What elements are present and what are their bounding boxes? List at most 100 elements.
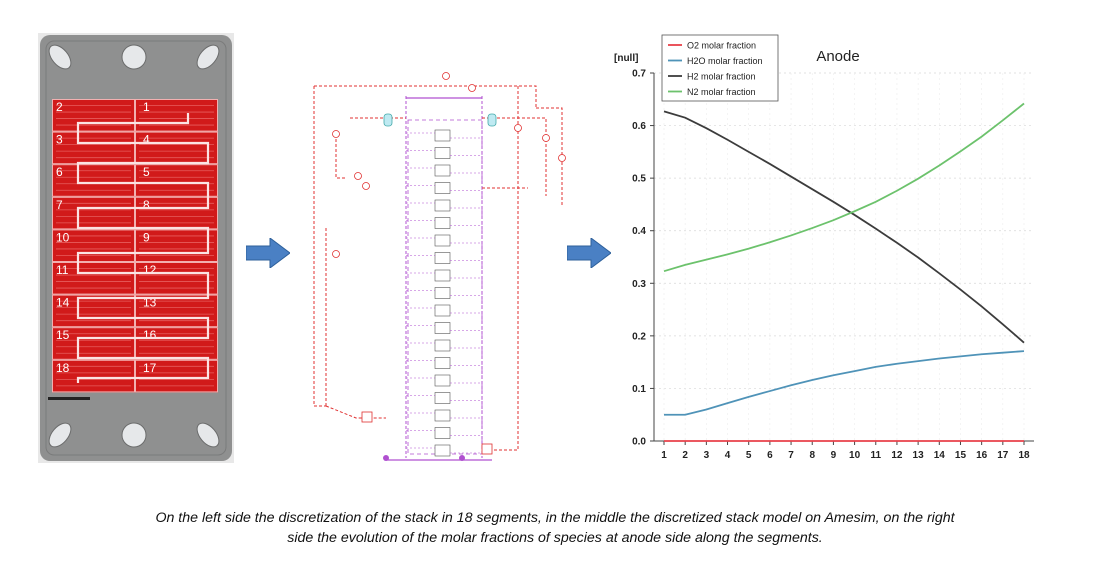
- x-tick-label: 8: [809, 450, 815, 461]
- segment-cell: [135, 164, 218, 197]
- segment-cell: [135, 359, 218, 393]
- segment-cell: [52, 164, 135, 197]
- segment-cell: [52, 262, 135, 295]
- segment-number: 10: [56, 230, 70, 244]
- segment-5: 5: [135, 164, 218, 197]
- stack-cell: [434, 409, 451, 422]
- x-tick-label: 10: [849, 450, 861, 461]
- stack-cell: [434, 374, 451, 387]
- legend-label: H2O molar fraction: [687, 56, 763, 66]
- mounting-hole: [121, 44, 147, 70]
- chart-title: Anode: [816, 48, 859, 65]
- y-tick-label: 0.2: [632, 331, 646, 342]
- stack-cell: [434, 164, 451, 177]
- segment-cell: [135, 262, 218, 295]
- component-icon: [542, 134, 550, 142]
- segment-3: 3: [52, 131, 135, 165]
- segment-cell: [52, 327, 135, 360]
- mounting-hole: [121, 422, 147, 448]
- x-tick-label: 5: [746, 450, 752, 461]
- series-line-4: [663, 102, 1025, 273]
- x-tick-label: 15: [955, 450, 967, 461]
- segment-1: 1: [135, 99, 218, 132]
- legend-label: N2 molar fraction: [687, 87, 756, 97]
- legend-label: O2 molar fraction: [687, 41, 756, 51]
- manifold-port: [383, 455, 389, 461]
- y-axis-label: [null]: [614, 53, 638, 64]
- y-tick-label: 0.6: [632, 121, 646, 132]
- x-tick-label: 13: [913, 450, 925, 461]
- scale-bar: [48, 397, 90, 400]
- component-icon: [362, 182, 370, 190]
- segment-number: 17: [143, 361, 157, 375]
- mounting-hole: [196, 422, 220, 448]
- x-tick-label: 2: [682, 450, 688, 461]
- mounting-hole: [48, 44, 72, 70]
- caption-line-2: side the evolution of the molar fraction…: [287, 530, 823, 546]
- fluid-line: [325, 405, 386, 419]
- stack-cell: [434, 234, 451, 247]
- legend-label: H2 molar fraction: [687, 72, 756, 82]
- segment-cell: [52, 196, 135, 230]
- component-icon: [332, 250, 340, 258]
- segment-10: 10: [52, 229, 135, 262]
- segment-cell: [52, 359, 135, 393]
- segment-12: 12: [135, 262, 218, 295]
- segment-13: 13: [135, 294, 218, 328]
- humidifier-icon: [383, 113, 393, 127]
- x-tick-label: 4: [725, 450, 731, 461]
- segment-cell: [52, 131, 135, 165]
- component-icon: [514, 124, 522, 132]
- y-tick-label: 0.0: [632, 437, 646, 448]
- segment-9: 9: [135, 229, 218, 262]
- stack-cell: [434, 252, 451, 264]
- segment-cell: [135, 327, 218, 360]
- segment-number: 2: [56, 100, 63, 114]
- x-tick-label: 6: [767, 450, 773, 461]
- segment-4: 4: [135, 131, 218, 165]
- x-tick-label: 3: [704, 450, 710, 461]
- segment-18: 18: [52, 359, 135, 393]
- x-tick-label: 18: [1018, 450, 1030, 461]
- series-line-2: [664, 350, 1025, 416]
- fluid-line: [492, 86, 519, 451]
- segment-number: 9: [143, 230, 150, 244]
- segment-8: 8: [135, 196, 218, 230]
- right-arrow-icon: [246, 238, 290, 268]
- segment-number: 1: [143, 100, 150, 114]
- segment-17: 17: [135, 359, 218, 393]
- fluid-line: [482, 117, 547, 196]
- stack-cell: [434, 287, 451, 299]
- segment-16: 16: [135, 327, 218, 360]
- fluid-line: [313, 86, 326, 407]
- component-icon: [558, 154, 566, 162]
- arrow-shape: [567, 238, 611, 268]
- right-arrow-icon: [567, 238, 611, 268]
- y-tick-label: 0.1: [632, 384, 646, 395]
- segment-6: 6: [52, 164, 135, 197]
- segment-2: 2: [52, 99, 135, 132]
- segment-11: 11: [52, 262, 135, 295]
- x-tick-label: 16: [976, 450, 988, 461]
- stack-cell: [434, 182, 451, 194]
- segment-cell: [135, 196, 218, 230]
- x-tick-label: 12: [891, 450, 903, 461]
- segment-number: 5: [143, 165, 150, 179]
- x-tick-label: 7: [788, 450, 794, 461]
- stack-cell: [434, 444, 451, 457]
- stack-cell: [434, 199, 451, 212]
- segment-number: 14: [56, 296, 70, 310]
- segment-cell: [135, 99, 218, 132]
- x-tick-label: 11: [870, 450, 881, 461]
- serpentine-channel: [76, 113, 210, 383]
- segment-cell: [52, 99, 135, 132]
- stack-cell: [434, 304, 451, 317]
- component-icon: [332, 130, 340, 138]
- segment-cell: [52, 294, 135, 328]
- component-block: [481, 443, 493, 455]
- stack-cell: [434, 427, 451, 439]
- y-tick-label: 0.5: [632, 174, 646, 185]
